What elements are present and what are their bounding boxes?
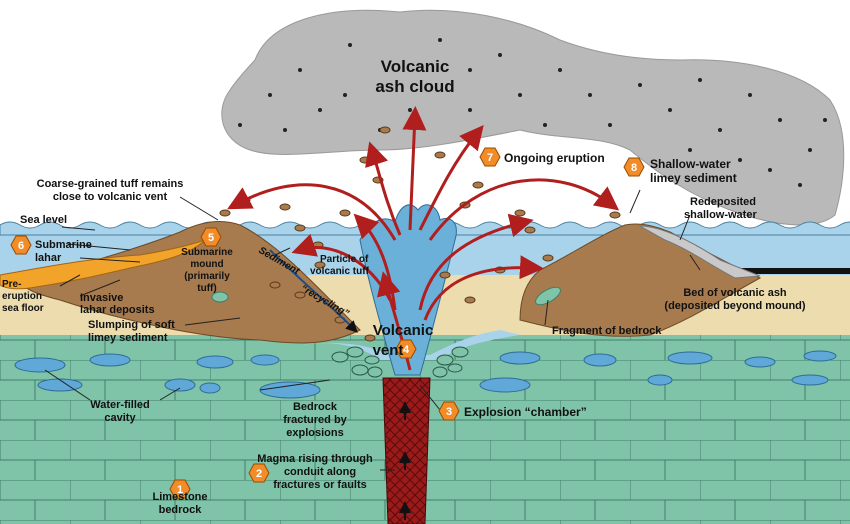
marker-8: 8 — [623, 157, 645, 177]
label-bed-ash-2: (deposited beyond mound) — [664, 300, 805, 312]
ash-cloud — [221, 9, 845, 226]
marker-3: 3 — [438, 401, 460, 421]
label-magma-rising-1: Magma rising through — [257, 453, 373, 465]
label-invasive-lahar-2: lahar deposits — [80, 304, 155, 316]
label-volcanic-vent-1: Volcanic — [373, 322, 434, 339]
eruption-splash — [359, 204, 457, 376]
label-particle-tuff-2: volcanic tuff — [310, 266, 370, 277]
svg-text:8: 8 — [631, 162, 637, 174]
marker-4: 4 — [395, 339, 417, 359]
label-magma-rising-3: fractures or faults — [273, 479, 367, 491]
redeposited-sediment — [638, 225, 761, 279]
leader-lines — [44, 189, 701, 471]
svg-text:1: 1 — [177, 484, 183, 496]
label-coarse-tuff-1: Coarse-grained tuff remains — [37, 178, 184, 190]
label-bed-ash-1: Bed of volcanic ash — [683, 287, 787, 299]
marker-5: 5 — [200, 227, 222, 247]
bedrock-fragment-left — [211, 291, 229, 303]
label-submarine-mound-4: tuff) — [197, 283, 216, 294]
bedrock-fragment-right — [535, 286, 561, 306]
label-submarine-mound-1: Submarine — [181, 247, 233, 258]
svg-text:5: 5 — [208, 232, 214, 244]
label-pre-eruption-1: Pre- — [2, 279, 21, 290]
marker-1: 1 — [169, 479, 191, 499]
svg-text:2: 2 — [256, 468, 262, 480]
label-redeposited-2: shallow-water — [684, 209, 757, 221]
ash-bed — [730, 268, 850, 274]
left-mound — [19, 221, 361, 344]
marker-6: 6 — [10, 235, 32, 255]
svg-text:3: 3 — [446, 406, 452, 418]
label-ash-cloud-2: ash cloud — [375, 77, 454, 96]
submarine-lahar — [0, 239, 206, 290]
label-bedrock-fractured-1: Bedrock — [293, 401, 338, 413]
label-pre-eruption-3: sea floor — [2, 303, 44, 314]
vent-bowl — [300, 330, 520, 360]
label-submarine-lahar-1: Submarine — [35, 239, 92, 251]
label-limestone-1: Limestone — [152, 491, 207, 503]
eruption-arrows — [227, 106, 620, 371]
magma-conduit — [382, 377, 431, 524]
label-magma-rising-2: conduit along — [284, 466, 356, 478]
label-fragment-bedrock: Fragment of bedrock — [552, 325, 662, 337]
label-slumping-1: Slumping of soft — [88, 319, 175, 331]
label-submarine-mound-2: mound — [190, 259, 223, 270]
marker-2: 2 — [248, 463, 270, 483]
vent-gravel — [331, 346, 469, 378]
label-ash-cloud-1: Volcanic — [381, 57, 450, 76]
label-pre-eruption-2: eruption — [2, 291, 42, 302]
label-shallow-water-1: Shallow-water — [650, 157, 731, 171]
label-slumping-2: limey sediment — [88, 332, 168, 344]
label-explosion-chamber: Explosion “chamber” — [464, 405, 587, 419]
sediment-recycling-arrow — [269, 249, 358, 333]
label-water-cavity-2: cavity — [104, 412, 136, 424]
label-ongoing-eruption: Ongoing eruption — [504, 151, 605, 165]
label-water-cavity-1: Water-filled — [90, 399, 150, 411]
label-bedrock-fractured-2: fractured by — [283, 414, 347, 426]
water-cavities — [14, 350, 837, 399]
label-bedrock-fractured-3: explosions — [286, 427, 343, 439]
svg-text:6: 6 — [18, 240, 24, 252]
marker-7: 7 — [479, 147, 501, 167]
label-sea-level: Sea level — [20, 214, 67, 226]
svg-text:4: 4 — [403, 344, 410, 356]
label-shallow-water-2: limey sediment — [650, 171, 737, 185]
label-submarine-lahar-2: lahar — [35, 252, 62, 264]
label-limestone-2: bedrock — [159, 504, 203, 516]
svg-text:7: 7 — [487, 152, 493, 164]
label-particle-tuff-1: Particle of — [320, 254, 369, 265]
label-submarine-mound-3: (primarily — [184, 271, 230, 282]
label-redeposited-1: Redeposited — [690, 196, 756, 208]
label-invasive-lahar-1: Invasive — [80, 292, 123, 304]
label-volcanic-vent-2: vent — [373, 342, 404, 359]
label-coarse-tuff-2: close to volcanic vent — [53, 191, 168, 203]
